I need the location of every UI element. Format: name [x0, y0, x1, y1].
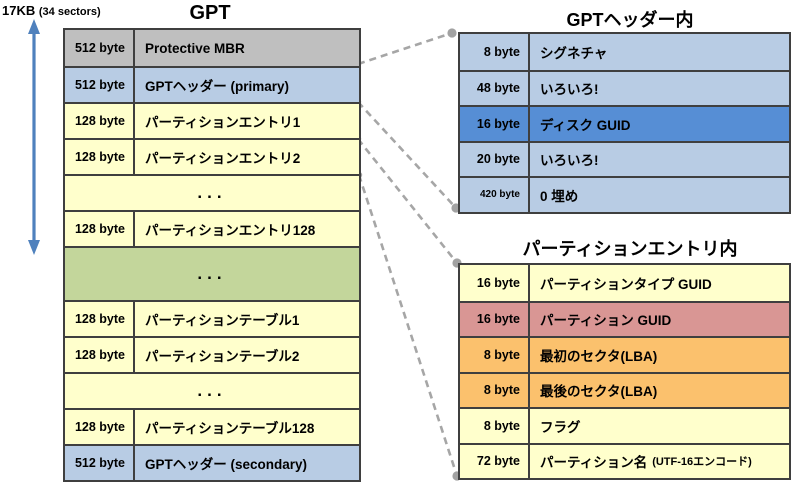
entry-table-title: パーティションエントリ内	[522, 239, 738, 259]
row-size: 420 byte	[460, 178, 530, 212]
table-row-partition-guid: 16 byte パーティション GUID	[460, 300, 789, 336]
table-row-ellipsis-green: ...	[65, 246, 359, 300]
connector-entry-top	[356, 138, 459, 264]
table-row-disk-guid: 16 byte ディスク GUID	[460, 105, 789, 141]
table-row-zero-padding: 420 byte 0 埋め	[460, 176, 789, 212]
table-row-partition-table-1: 128 byte パーティションテーブル1	[65, 300, 359, 336]
row-size: 128 byte	[65, 338, 135, 372]
row-size: 128 byte	[65, 302, 135, 336]
row-size: 8 byte	[460, 338, 530, 372]
header-table-title: GPTヘッダー内	[566, 10, 694, 30]
table-row-partition-entry-1: 128 byte パーティションエントリ1	[65, 102, 359, 138]
row-label: フラグ	[540, 419, 581, 435]
row-label: GPTヘッダー (primary)	[145, 79, 290, 94]
row-size: 512 byte	[65, 30, 135, 66]
row-size: 16 byte	[460, 302, 530, 336]
row-label: パーティションエントリ2	[145, 151, 301, 166]
connector-entry-bottom	[357, 174, 459, 477]
table-row-first-sector: 8 byte 最初のセクタ(LBA)	[460, 336, 789, 372]
row-label-main: パーティション名	[540, 455, 648, 471]
table-row-ellipsis: ...	[65, 174, 359, 210]
row-label: Protective MBR	[145, 40, 245, 56]
row-label: パーティションテーブル128	[145, 421, 315, 436]
row-size: 128 byte	[65, 104, 135, 138]
row-label-suffix: (UTF-16エンコード)	[652, 456, 752, 469]
ellipsis-text: ...	[197, 381, 227, 400]
row-size: 512 byte	[65, 68, 135, 102]
table-row-protective-mbr: 512 byte Protective MBR	[65, 30, 359, 66]
row-label: いろいろ!	[540, 153, 599, 169]
row-label: パーティション GUID	[540, 313, 672, 329]
row-size: 16 byte	[460, 265, 530, 301]
row-label: ディスク GUID	[540, 117, 631, 133]
row-size: 8 byte	[460, 34, 530, 70]
row-label: GPTヘッダー (secondary)	[145, 457, 308, 472]
table-row-partition-entry-2: 128 byte パーティションエントリ2	[65, 138, 359, 174]
connector-dots	[354, 28, 462, 481]
row-size: 512 byte	[65, 446, 135, 480]
ellipsis-text: ...	[197, 183, 227, 202]
table-row-partition-entry-128: 128 byte パーティションエントリ128	[65, 210, 359, 246]
row-label: いろいろ!	[540, 82, 599, 98]
row-label: パーティションテーブル1	[145, 313, 300, 328]
row-size: 8 byte	[460, 373, 530, 407]
table-row-gpt-header-secondary: 512 byte GPTヘッダー (secondary)	[65, 444, 359, 480]
table-row-gpt-header-primary: 512 byte GPTヘッダー (primary)	[65, 66, 359, 102]
table-row-partition-type-guid: 16 byte パーティションタイプ GUID	[460, 265, 789, 301]
table-row-partition-name: 72 byte パーティション名 (UTF-16エンコード)	[460, 442, 789, 479]
partition-entry-detail-table: 16 byte パーティションタイプ GUID 16 byte パーティション …	[458, 263, 791, 480]
row-label: パーティション名 (UTF-16エンコード)	[530, 445, 789, 479]
table-row-partition-table-2: 128 byte パーティションテーブル2	[65, 336, 359, 372]
row-label: パーティションテーブル2	[145, 349, 300, 364]
row-label: 最初のセクタ(LBA)	[540, 348, 658, 364]
table-row-partition-table-128: 128 byte パーティションテーブル128	[65, 408, 359, 444]
size-annotation-unit: (34 sectors)	[38, 6, 101, 18]
row-label: シグネチャ	[540, 45, 608, 61]
table-row-misc-20: 20 byte いろいろ!	[460, 140, 789, 176]
row-label: パーティションエントリ1	[145, 115, 301, 130]
row-size: 8 byte	[460, 409, 530, 443]
span-arrow	[28, 19, 40, 255]
row-label: 0 埋め	[540, 188, 579, 204]
connector-lines	[356, 31, 459, 477]
table-row-signature: 8 byte シグネチャ	[460, 34, 789, 70]
connector-header-bottom	[357, 101, 457, 209]
table-row-misc-48: 48 byte いろいろ!	[460, 69, 789, 105]
row-label: パーティションエントリ128	[145, 223, 316, 238]
gpt-structure-table: 512 byte Protective MBR 512 byte GPTヘッダー…	[63, 28, 361, 482]
row-size: 20 byte	[460, 142, 530, 176]
size-annotation-value: 17KB	[2, 3, 36, 18]
gpt-table-title: GPT	[189, 2, 231, 24]
size-annotation: 17KB (34 sectors)	[2, 3, 101, 18]
connector-header-top	[357, 31, 453, 66]
table-row-last-sector: 8 byte 最後のセクタ(LBA)	[460, 371, 789, 407]
row-label: パーティションタイプ GUID	[540, 276, 712, 292]
row-size: 128 byte	[65, 140, 135, 174]
row-size: 128 byte	[65, 212, 135, 246]
gpt-header-detail-table: 8 byte シグネチャ 48 byte いろいろ! 16 byte ディスク …	[458, 32, 791, 214]
row-label: 最後のセクタ(LBA)	[540, 384, 658, 400]
row-size: 72 byte	[460, 444, 530, 478]
table-row-ellipsis: ...	[65, 372, 359, 408]
ellipsis-text: ...	[197, 264, 227, 283]
row-size: 48 byte	[460, 71, 530, 105]
row-size: 128 byte	[65, 410, 135, 444]
table-row-flags: 8 byte フラグ	[460, 407, 789, 443]
row-size: 16 byte	[460, 107, 530, 141]
